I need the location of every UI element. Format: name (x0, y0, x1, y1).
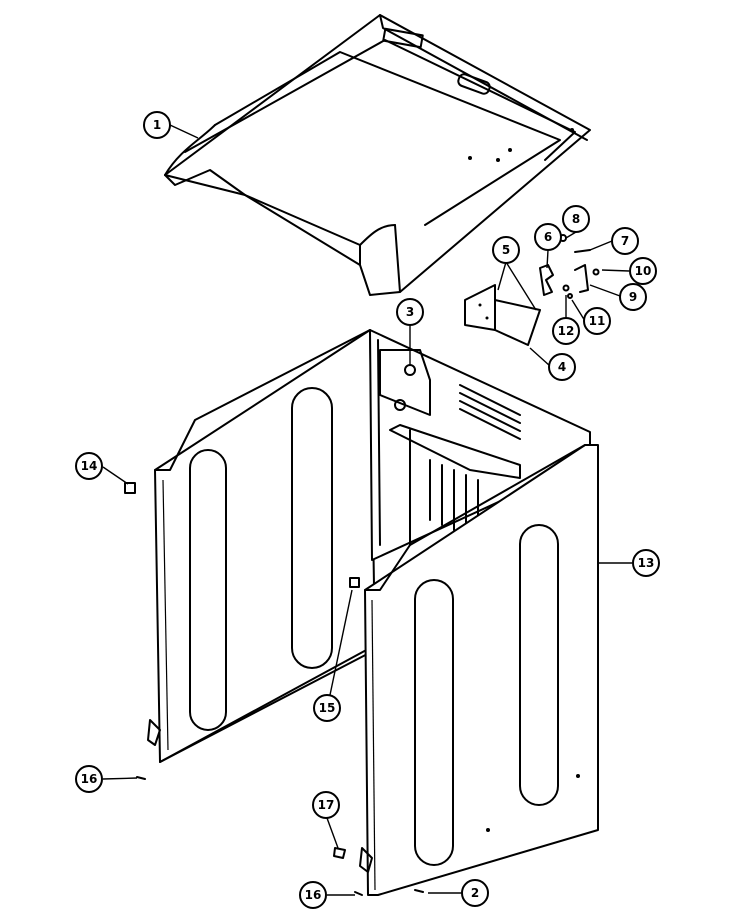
callout-16-upper: 16 (75, 765, 103, 793)
callout-label: 3 (406, 305, 414, 319)
callout-label: 7 (621, 234, 629, 248)
callout-label: 14 (81, 459, 98, 473)
cabinet-right-side (359, 444, 599, 896)
callout-2: 2 (461, 879, 489, 907)
cabinet-back (369, 329, 591, 561)
leader-lines (102, 124, 632, 896)
callout-17: 17 (312, 791, 340, 819)
callout-1: 1 (143, 111, 171, 139)
control-bracket (464, 284, 541, 346)
callout-label: 1 (153, 118, 161, 132)
callout-12: 12 (552, 317, 580, 345)
callout-4: 4 (548, 353, 576, 381)
callout-16-lower: 16 (299, 881, 327, 909)
cabinet-left-side (147, 329, 376, 763)
callout-5: 5 (492, 236, 520, 264)
callout-3: 3 (396, 298, 424, 326)
callout-label: 15 (319, 701, 336, 715)
small-parts (124, 482, 424, 896)
callout-label: 6 (544, 230, 552, 244)
callout-8: 8 (562, 205, 590, 233)
callout-15: 15 (313, 694, 341, 722)
hardware-parts (539, 234, 600, 299)
callout-label: 11 (589, 314, 606, 328)
callout-label: 5 (502, 243, 510, 257)
top-panel (164, 14, 591, 296)
callout-label: 16 (305, 888, 322, 902)
callout-10: 10 (629, 257, 657, 285)
callout-label: 10 (635, 264, 652, 278)
callout-label: 17 (318, 798, 335, 812)
callout-7: 7 (611, 227, 639, 255)
callout-label: 12 (558, 324, 575, 338)
callout-label: 4 (558, 360, 566, 374)
callout-9: 9 (619, 283, 647, 311)
callout-label: 9 (629, 290, 637, 304)
callout-label: 13 (638, 556, 655, 570)
callout-6: 6 (534, 223, 562, 251)
callout-13: 13 (632, 549, 660, 577)
callout-label: 2 (471, 886, 479, 900)
callout-11: 11 (583, 307, 611, 335)
callout-label: 8 (572, 212, 580, 226)
callout-14: 14 (75, 452, 103, 480)
callout-label: 16 (81, 772, 98, 786)
